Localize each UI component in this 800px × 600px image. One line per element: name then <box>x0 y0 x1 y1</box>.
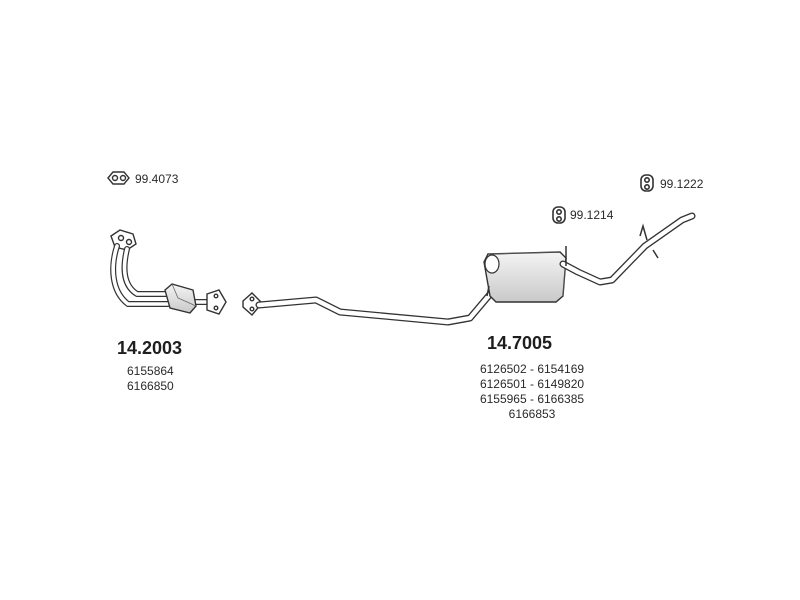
front-pipe-part-number: 14.2003 <box>117 338 183 358</box>
mid-hanger-part-number: 99.1214 <box>570 208 614 222</box>
rear-inlet-flange <box>242 292 263 317</box>
oem-ref: 6155864 <box>127 364 174 378</box>
middle-pipe <box>255 282 501 326</box>
rubber-hanger-icon-rear <box>640 174 654 192</box>
rubber-hanger-icon-mid <box>552 206 566 224</box>
front-outlet-flange <box>206 289 227 315</box>
tail-pipe <box>559 212 696 286</box>
rear-hanger-part-number: 99.1222 <box>660 177 704 191</box>
front-pipe-assembly <box>110 229 227 315</box>
gasket-icon <box>107 171 130 185</box>
front-downpipes <box>110 243 213 307</box>
front-pipe-oem-refs: 6155864 6166850 <box>127 364 174 394</box>
rear-section-part-number: 14.7005 <box>487 333 553 353</box>
front-silencer-box <box>164 283 197 314</box>
oem-ref: 6166853 <box>508 407 556 421</box>
oem-ref: 6126502 - 6154169 <box>479 362 585 376</box>
rear-silencer-box <box>483 251 567 303</box>
oem-ref: 6155965 - 6166385 <box>479 392 585 406</box>
rear-section-assembly <box>242 212 696 326</box>
rear-section-oem-refs: 6126502 - 6154169 6126501 - 6149820 6155… <box>462 362 602 422</box>
oem-ref: 6166850 <box>127 379 174 393</box>
gasket-part-number: 99.4073 <box>135 172 179 186</box>
hanger-brackets <box>486 223 659 297</box>
oem-ref: 6126501 - 6149820 <box>479 377 585 391</box>
